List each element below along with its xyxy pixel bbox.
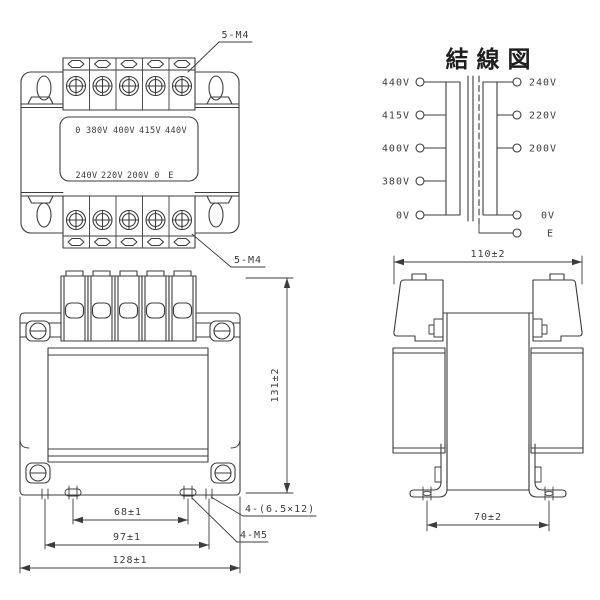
side-coil-left <box>392 347 446 454</box>
primary-terminal-icons <box>415 77 425 220</box>
front-view: 68±1 97±1 128±1 131±2 4-(6.5×12) 4-M5 <box>19 270 317 574</box>
dim-outer-label: 128±1 <box>112 555 147 566</box>
primary-label: 415V <box>382 111 410 122</box>
dim-middle-label: 97±1 <box>113 532 141 543</box>
slot-note-leader: 4-(6.5×12) <box>210 496 317 517</box>
secondary-tap-lines <box>496 81 514 216</box>
plan-coil-clamps <box>27 96 233 204</box>
plan-terminal-strip-top <box>62 57 196 111</box>
dim-side-top-label: 110±2 <box>470 249 505 260</box>
nameplate-label: 240V <box>75 171 97 181</box>
mount-bracket-left <box>409 443 448 501</box>
nameplate-label: 0 <box>75 126 81 136</box>
core-lines <box>467 75 474 222</box>
earth-connection-line <box>478 223 514 234</box>
secondary-label: 0V <box>541 211 555 222</box>
front-case-seams <box>19 438 241 449</box>
plan-terminal-strip-bottom <box>62 195 196 249</box>
core-column <box>446 312 530 491</box>
nameplate-label: 220V <box>101 171 123 181</box>
slot-note-label: 4-(6.5×12) <box>245 504 315 515</box>
dim-inner-label: 68±1 <box>114 507 142 518</box>
nameplate-label: 380V <box>86 126 108 136</box>
primary-label: 440V <box>382 78 410 89</box>
front-coil <box>47 347 209 463</box>
nameplate-label: 415V <box>139 126 161 136</box>
dimension-width-outer: 128±1 <box>19 496 241 574</box>
side-coil-right <box>530 347 584 454</box>
screw-note-top-label: 5-M4 <box>221 30 249 41</box>
plan-mount-hole-icons <box>36 75 224 228</box>
primary-terminal-labels: 440V 415V 400V 380V 0V <box>382 78 410 222</box>
primary-label: 380V <box>382 177 410 188</box>
secondary-winding <box>482 81 498 216</box>
primary-tap-lines <box>423 81 447 216</box>
dim-height-label: 131±2 <box>270 367 281 402</box>
front-foot-slots <box>41 485 213 500</box>
secondary-terminal-labels: 240V 220V 200V 0V E <box>529 78 557 240</box>
dimension-height: 131±2 <box>245 277 294 494</box>
screw-note-top-leader: 5-M4 <box>187 30 253 73</box>
nameplate-label: 440V <box>165 126 187 136</box>
screw-note-bottom-label: 5-M4 <box>234 255 262 266</box>
nameplate-label: 400V <box>113 126 135 136</box>
primary-label: 400V <box>382 144 410 155</box>
secondary-label: 240V <box>529 78 557 89</box>
tap-note-label: 4-M5 <box>240 530 268 541</box>
side-terminal-block-right <box>532 273 583 342</box>
tap-note-leader: 4-M5 <box>191 497 269 543</box>
secondary-terminal-icons <box>512 77 522 238</box>
nameplate: 0 380V 400V 415V 440V 240V 220V 200V 0 E <box>59 116 199 182</box>
primary-winding <box>445 81 461 216</box>
side-terminal-block-left <box>393 273 444 342</box>
dimension-side-feet: 70±2 <box>426 500 550 532</box>
nameplate-label: 0 <box>154 171 160 181</box>
secondary-label: 220V <box>529 111 557 122</box>
front-terminal-blocks <box>60 270 197 342</box>
dimension-width-middle: 97±1 <box>44 498 210 550</box>
nameplate-label: E <box>168 171 174 181</box>
side-view: 110±2 <box>392 249 584 532</box>
secondary-label: 200V <box>529 144 557 155</box>
wiring-diagram-title: 結線図 <box>446 46 539 73</box>
secondary-label: E <box>547 229 554 240</box>
dim-side-feet-label: 70±2 <box>474 512 502 523</box>
dimension-width-inner: 68±1 <box>72 498 189 525</box>
mount-bracket-right <box>528 443 567 501</box>
plan-view: 0 380V 400V 415V 440V 240V 220V 200V 0 E… <box>20 30 266 268</box>
nameplate-label: 200V <box>127 171 149 181</box>
wiring-diagram: 結線図 440V 415V 400V 380V 0V <box>382 46 557 240</box>
primary-label: 0V <box>396 211 410 222</box>
dimension-side-top: 110±2 <box>393 249 583 285</box>
screw-note-bottom-leader: 5-M4 <box>191 233 266 268</box>
